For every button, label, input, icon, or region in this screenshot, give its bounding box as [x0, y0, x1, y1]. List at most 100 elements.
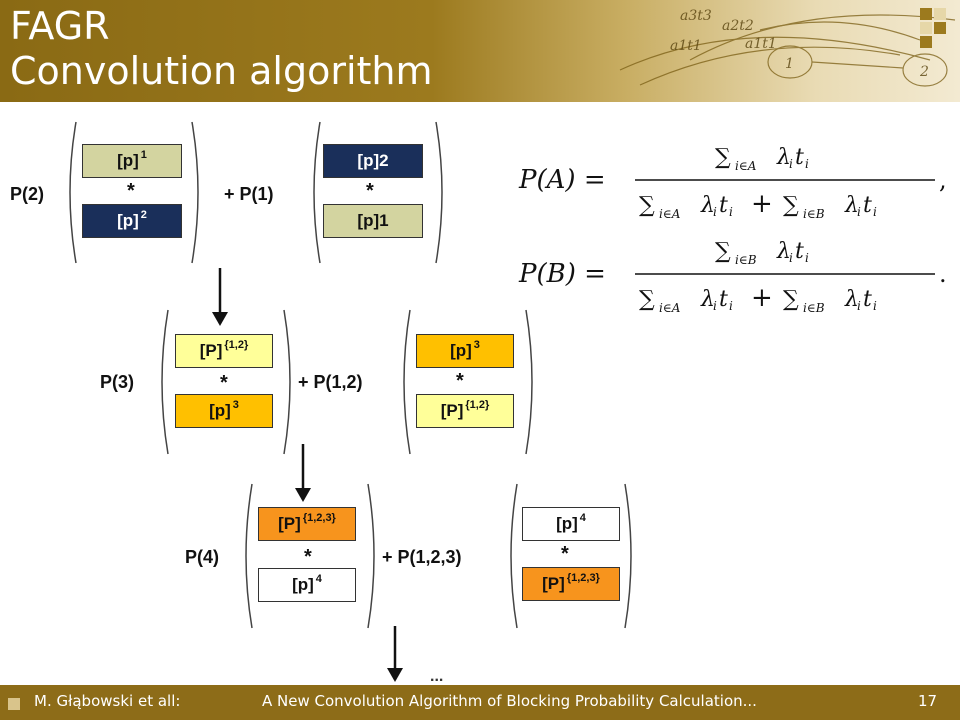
formula-pb-den-sum-a: ∑: [639, 287, 655, 312]
decor-square: [934, 8, 946, 20]
formula-pa-den-lambda-b: λ: [844, 193, 859, 218]
row3-right-brackets: [510, 483, 632, 629]
row3-left-brackets: [245, 483, 375, 629]
box-sup: 2: [140, 209, 147, 221]
row3-left-bottom-box: [p]4: [258, 568, 356, 602]
diagram-node-1: 1: [785, 56, 794, 72]
decor-square: [934, 22, 946, 34]
row3-left-label: P(4): [185, 547, 220, 567]
slide-footer: M. Głąbowski et all: A New Convolution A…: [0, 685, 960, 720]
probability-formulas: P(A) = ∑ i∈A λ i t i ∑ i∈A λ i t i + ∑ i…: [518, 145, 947, 315]
diagram-label-a3t3: a3t3: [680, 8, 712, 24]
formula-pa-den-ti-b: i: [873, 205, 877, 219]
row2-left-brackets: [161, 309, 291, 455]
formula-pa-i2: i: [805, 157, 809, 171]
formula-pb-i: i: [789, 251, 793, 265]
footer-author: M. Głąbowski et all:: [34, 692, 181, 710]
row1-left-op: *: [127, 180, 135, 202]
box-base: [p]: [450, 341, 472, 360]
formula-pb-den-ti-a: i: [729, 299, 733, 313]
decor-square: [920, 8, 932, 20]
footer-square-icon: [8, 698, 20, 710]
formula-pb-den-sub-a: i∈A: [659, 301, 681, 315]
row1-left-bottom-box: [p]2: [82, 204, 182, 238]
footer-title: A New Convolution Algorithm of Blocking …: [262, 692, 757, 710]
diagram-label-a1t1-right: a1t1: [745, 36, 777, 52]
formula-pb-den-sum-b: ∑: [783, 287, 799, 312]
row2-right-top-box: [p]3: [416, 334, 514, 368]
formula-pa-den-sub-b: i∈B: [803, 207, 825, 221]
formula-pa-sub: i∈A: [735, 159, 757, 173]
diagram-label-a1t1-left: a1t1: [670, 38, 702, 54]
decor-square: [920, 36, 932, 48]
box-sup: {1,2,3}: [566, 572, 600, 584]
box-base: [P]: [440, 401, 464, 420]
down-arrow-icon: [295, 444, 311, 502]
row2-mid-label: + P(1,2): [298, 372, 363, 392]
row3-left-top-box: [P]{1,2,3}: [258, 507, 356, 541]
slide-header: FAGR Convolution algorithm a3t3 a2t2 a1t…: [0, 0, 960, 102]
row1-left-brackets: [69, 121, 199, 264]
formula-pb-den-ti-b: i: [873, 299, 877, 313]
box-base: [p]: [556, 514, 578, 533]
row1-left-label: P(2): [10, 184, 45, 204]
formula-pa-lambda: λ: [776, 145, 791, 170]
formula-pa-den-sum-a: ∑: [639, 193, 655, 218]
formula-pb-t: t: [795, 239, 804, 264]
row1-right-op: *: [366, 180, 374, 202]
row2-right-bottom-box: [P]{1,2}: [416, 394, 514, 428]
formula-pa-den-sum-b: ∑: [783, 193, 799, 218]
formula-pb-den-i-b: i: [857, 299, 861, 313]
row3-right-bottom-box: [P]{1,2,3}: [522, 567, 620, 601]
row2-right-op: *: [456, 370, 464, 392]
row1-mid-label: + P(1): [224, 184, 274, 204]
row1-right-brackets: [313, 121, 443, 264]
formula-pa-i: i: [789, 157, 793, 171]
row3-mid-label: + P(1,2,3): [382, 547, 462, 567]
title-line-2: Convolution algorithm: [10, 49, 433, 93]
formula-pa-den-ti-a: i: [729, 205, 733, 219]
box-sup: 1: [140, 149, 147, 161]
decor-square: [920, 22, 932, 34]
formula-pb-sum: ∑: [715, 239, 731, 264]
formula-pa-den-i-b: i: [857, 205, 861, 219]
box-base: [P]: [278, 514, 301, 533]
formula-pb-den-i-a: i: [713, 299, 717, 313]
row1-right-top-box: [p]2: [323, 144, 423, 178]
formula-pa-sum: ∑: [715, 145, 731, 170]
formula-pa-den-lambda-a: λ: [700, 193, 715, 218]
row3-left-op: *: [304, 546, 312, 568]
box-base: [P]: [199, 341, 223, 360]
formula-pb-den-t-a: t: [719, 287, 728, 312]
page-number: 17: [918, 692, 938, 710]
box-sup: 4: [579, 512, 586, 524]
formula-pa-den-plus: +: [751, 189, 773, 219]
box-base: [p]: [117, 151, 139, 170]
formula-pa-lhs: P(A) =: [518, 165, 606, 195]
formula-pb-lambda: λ: [776, 239, 791, 264]
box-base: [p]1: [357, 211, 389, 230]
box-base: [P]: [542, 574, 565, 593]
continuation-ellipsis: ...: [430, 668, 444, 685]
formula-pa-den-i-a: i: [713, 205, 717, 219]
box-sup: 4: [315, 573, 322, 585]
formula-pa-den-sub-a: i∈A: [659, 207, 681, 221]
formula-pb-den-plus: +: [751, 283, 773, 313]
box-base: [p]: [209, 401, 231, 420]
row3-right-op: *: [561, 543, 569, 565]
down-arrow-icon: [387, 626, 403, 682]
formula-pb-den-lambda-b: λ: [844, 287, 859, 312]
box-sup: {1,2,3}: [302, 512, 336, 524]
box-sup: 3: [232, 399, 239, 411]
box-sup: {1,2}: [465, 399, 490, 411]
row2-left-bottom-box: [p]3: [175, 394, 273, 428]
box-base: [p]2: [357, 151, 389, 170]
state-diagram-decoration: a3t3 a2t2 a1t1 a1t1 1 2: [619, 8, 956, 87]
title-line-1: FAGR: [10, 4, 110, 48]
down-arrow-icon: [212, 268, 228, 326]
box-sup: 3: [473, 339, 480, 351]
row1-right-bottom-box: [p]1: [323, 204, 423, 238]
formula-pa-t: t: [795, 145, 804, 170]
formula-pb-sub: i∈B: [735, 253, 757, 267]
diagram-label-a2t2: a2t2: [722, 18, 754, 34]
